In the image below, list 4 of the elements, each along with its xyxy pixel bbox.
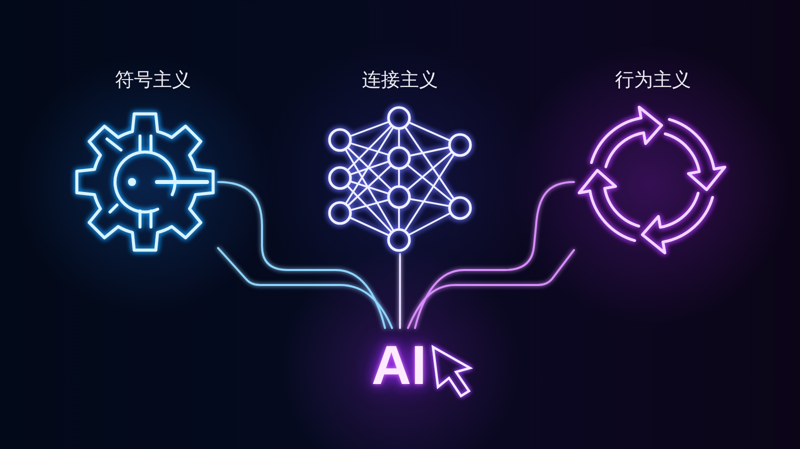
category-heading: 连接主义 — [362, 68, 438, 92]
ai-title: AI — [368, 328, 430, 393]
category-heading: 符号主义 — [115, 68, 191, 92]
category-heading: 行为主义 — [615, 68, 691, 92]
